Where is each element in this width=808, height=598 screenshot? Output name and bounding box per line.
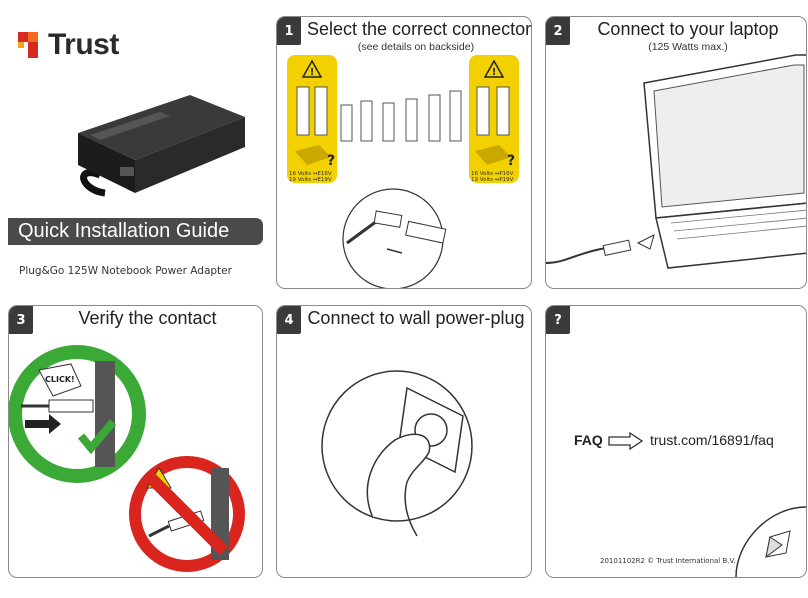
wall-plug-illustration [321, 370, 473, 537]
trust-logo-icon [18, 32, 38, 58]
brand-name: Trust [48, 28, 119, 61]
document-code: 20101102R2 © Trust International B.V. [600, 557, 736, 565]
arrow-right-icon [25, 414, 61, 434]
svg-text:!: ! [492, 67, 497, 78]
trust-logo: Trust [18, 28, 119, 62]
svg-text:!: ! [310, 67, 315, 78]
step-3-panel: 3 Verify the contact CLICK! ! [8, 305, 263, 578]
step-number: ? [546, 306, 570, 334]
faq-panel: ? [545, 305, 807, 578]
correct-connection-circle: CLICK! [9, 345, 146, 483]
faq-label: FAQ [574, 432, 603, 448]
guide-title: Quick Installation Guide [8, 218, 263, 245]
product-name: Plug&Go 125W Notebook Power Adapter [19, 265, 232, 277]
laptop-illustration [546, 54, 806, 269]
step-title: Select the correct connector [307, 19, 532, 39]
adapter-illustration [78, 95, 245, 197]
incorrect-connection-circle: ! [129, 456, 245, 572]
connector-note: 19 Volts ↔E19V [289, 177, 332, 183]
page-corner-icon [735, 506, 806, 577]
svg-text:?: ? [327, 153, 335, 169]
checkmark-icon [77, 419, 117, 455]
click-callout: CLICK! [45, 375, 75, 384]
warning-icon: ! [301, 59, 323, 78]
step-number: 4 [277, 306, 301, 334]
step-2-panel: 2 Connect to your laptop (125 Watts max.… [545, 16, 807, 289]
connector-note: 16 Volts ↔E16V [289, 171, 332, 177]
svg-text:?: ? [507, 153, 515, 169]
step-number: 2 [546, 17, 570, 45]
step-subtitle: (see details on backside) [357, 41, 475, 53]
warning-icon: ! [483, 59, 505, 78]
step-number: 3 [9, 306, 33, 334]
connector-note: 16 Volts ↔P16V [471, 171, 514, 177]
step-number: 1 [277, 17, 301, 45]
step-1-panel: 1 Select the correct connector (see deta… [276, 16, 532, 289]
step-subtitle: (125 Watts max.) [648, 41, 728, 53]
step-title: Verify the contact [78, 308, 217, 328]
connector-tips [340, 90, 462, 142]
arrow-right-icon [608, 432, 644, 450]
faq-link[interactable]: trust.com/16891/faq [650, 432, 774, 448]
step-title: Connect to wall power-plug [307, 308, 525, 328]
step-title: Connect to your laptop [597, 19, 779, 39]
step-4-panel: 4 Connect to wall power-plug [276, 305, 532, 578]
connector-note: 19 Volts ↔P19V [471, 177, 514, 183]
